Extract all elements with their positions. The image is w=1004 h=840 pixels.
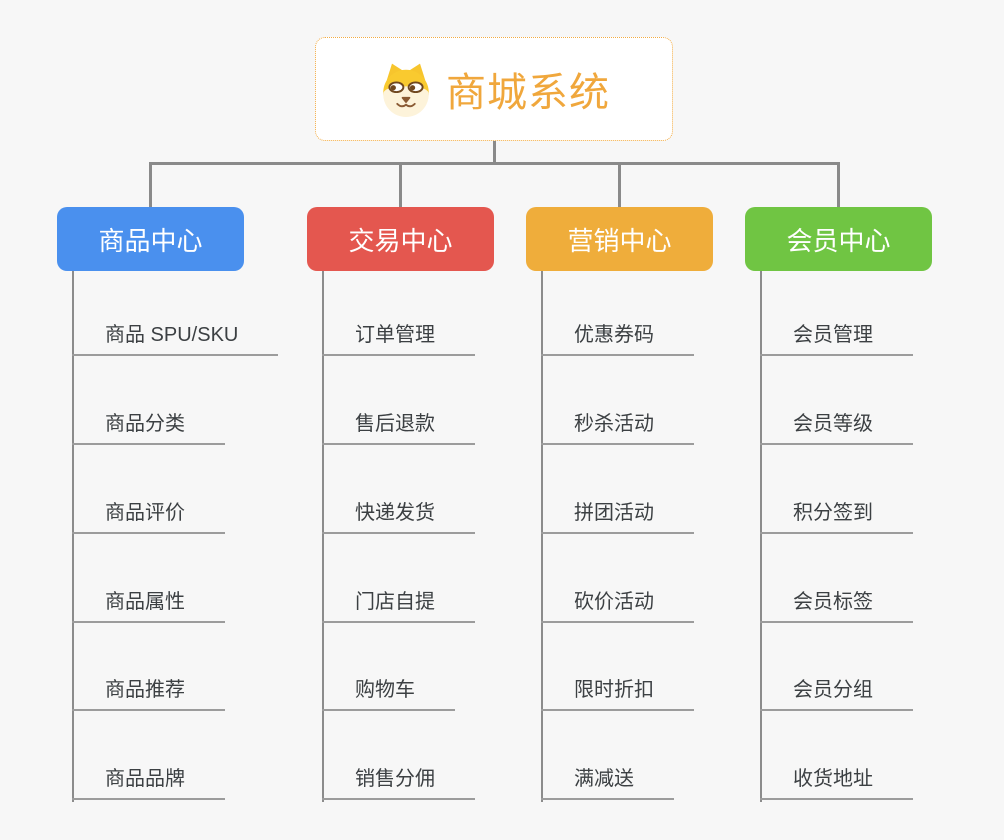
list-item[interactable]: 销售分佣 — [322, 764, 475, 800]
list-item[interactable]: 门店自提 — [322, 587, 475, 623]
root-title: 商城系统 — [446, 71, 610, 115]
connector-drop-trade — [399, 162, 402, 208]
list-item[interactable]: 拼团活动 — [541, 498, 694, 534]
branch-label: 营销中心 — [567, 225, 672, 256]
branch-member-center[interactable]: 会员中心 — [745, 207, 932, 271]
connector-drop-marketing — [618, 162, 621, 208]
list-item[interactable]: 商品分类 — [72, 409, 225, 445]
list-item[interactable]: 秒杀活动 — [541, 409, 694, 445]
shiba-dog-icon — [378, 61, 434, 117]
list-item[interactable]: 售后退款 — [322, 409, 475, 445]
connector-horizontal-bar — [149, 162, 840, 165]
list-item[interactable]: 商品评价 — [72, 498, 225, 534]
list-item[interactable]: 限时折扣 — [541, 675, 694, 711]
branch-label: 交易中心 — [348, 225, 453, 256]
connector-root-stub — [493, 141, 496, 165]
list-item[interactable]: 商品推荐 — [72, 675, 225, 711]
connector-drop-member — [837, 162, 840, 208]
branch-trade-center[interactable]: 交易中心 — [307, 207, 494, 271]
list-item[interactable]: 商品属性 — [72, 587, 225, 623]
list-item[interactable]: 优惠券码 — [541, 320, 694, 356]
list-item[interactable]: 积分签到 — [760, 498, 913, 534]
list-item[interactable]: 满减送 — [541, 764, 674, 800]
list-item[interactable]: 商品 SPU/SKU — [72, 320, 279, 356]
list-item[interactable]: 订单管理 — [322, 320, 475, 356]
branch-label: 会员中心 — [786, 225, 891, 256]
list-item[interactable]: 快递发货 — [322, 498, 475, 534]
branch-marketing-center[interactable]: 营销中心 — [526, 207, 713, 271]
list-item[interactable]: 会员管理 — [760, 320, 913, 356]
branch-product-center[interactable]: 商品中心 — [57, 207, 244, 271]
list-item[interactable]: 会员等级 — [760, 409, 913, 445]
list-item[interactable]: 砍价活动 — [541, 587, 694, 623]
list-item[interactable]: 购物车 — [322, 675, 455, 711]
branch-label: 商品中心 — [98, 225, 203, 256]
list-item[interactable]: 会员分组 — [760, 675, 913, 711]
root-node[interactable]: 商城系统 — [315, 37, 673, 141]
list-item[interactable]: 商品品牌 — [72, 764, 225, 800]
list-item[interactable]: 收货地址 — [760, 764, 913, 800]
connector-drop-product — [149, 162, 152, 208]
list-item[interactable]: 会员标签 — [760, 587, 913, 623]
